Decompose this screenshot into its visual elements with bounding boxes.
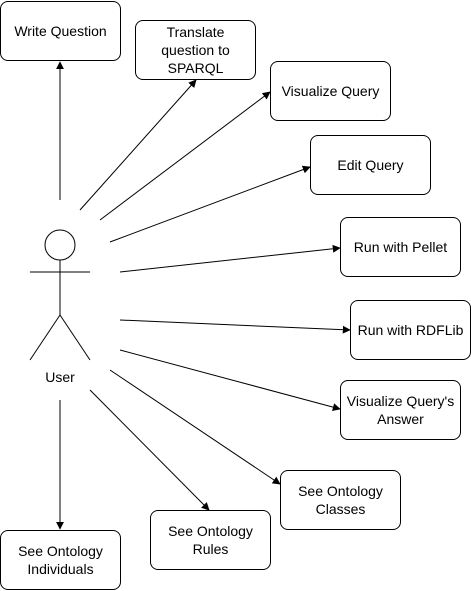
actor-head: [44, 229, 76, 261]
use-case-visualize-query: Visualize Query: [270, 61, 391, 121]
actor-left-leg: [29, 314, 61, 361]
arrow-to-edit-query: [109, 165, 311, 243]
use-case-translate-to-sparql: Translate question to SPARQL: [135, 20, 256, 80]
actor-right-leg: [59, 314, 91, 361]
use-case-see-ontology-rules: See Ontology Rules: [150, 510, 271, 570]
arrow-to-see-ontology-classes: [109, 369, 281, 485]
use-case-run-with-pellet: Run with Pellet: [340, 217, 461, 277]
arrow-to-run-with-pellet: [119, 244, 341, 273]
arrow-to-translate-to-sparql: [79, 79, 197, 211]
user-actor: [29, 229, 91, 361]
use-case-see-ontology-classes: See Ontology Classes: [280, 470, 401, 530]
arrow-to-see-ontology-rules: [89, 389, 210, 511]
actor-label: User: [45, 369, 75, 385]
use-case-write-question: Write Question: [0, 1, 121, 61]
arrow-to-visualize-query: [99, 91, 271, 221]
use-case-visualize-query-answer: Visualize Query's Answer: [340, 380, 461, 440]
use-case-see-ontology-individuals: See Ontology Individuals: [0, 530, 121, 590]
use-case-run-with-rdflib: Run with RDFLib: [350, 300, 471, 360]
use-case-edit-query: Edit Query: [310, 135, 431, 195]
arrow-to-run-with-rdflib: [119, 319, 351, 334]
arrow-to-visualize-query-answer: [119, 349, 341, 411]
